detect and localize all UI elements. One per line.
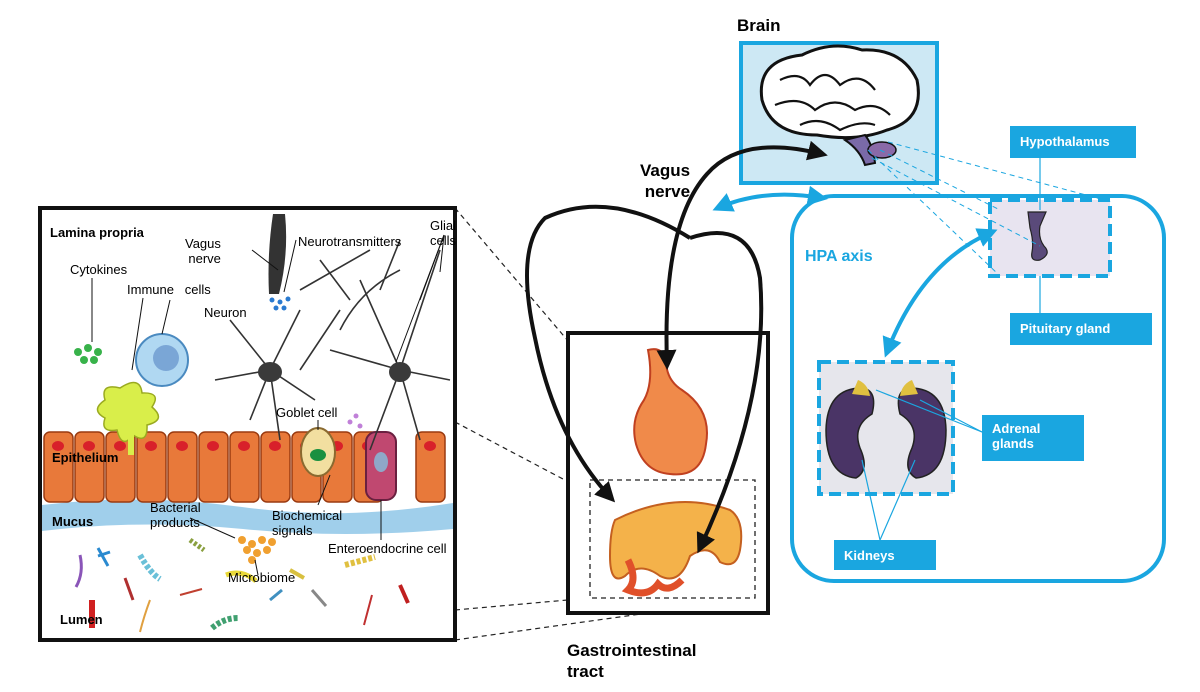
cell-nucleus (207, 441, 219, 451)
microbiome-label: Microbiome (228, 570, 296, 585)
cell-nucleus (52, 441, 64, 451)
cell-nucleus (238, 441, 250, 451)
neuron-label: Neuron (204, 305, 247, 320)
vagus-nerve-label: Vagus nerve (640, 161, 691, 201)
epithelial-cell (136, 431, 167, 503)
immune-cells-label: Immune cells (127, 282, 211, 297)
biochemical-signals-label: Biochemical signals (272, 508, 343, 538)
biochemical-signal-dots (347, 413, 363, 429)
cell-nucleus (83, 441, 95, 451)
epithelial-cell (229, 431, 260, 503)
cell-nucleus (114, 441, 126, 451)
cell-nucleus (176, 441, 188, 451)
vagus-nerve-inset-label: Vagus nerve (185, 236, 221, 266)
epithelial-cell (198, 431, 229, 503)
brain-icon (759, 44, 920, 167)
bacterial-products-label: Bacterial products (150, 500, 201, 530)
brain-pituitary-projection (867, 141, 1113, 277)
lumen-label: Lumen (60, 612, 103, 627)
cytokine-dots (74, 344, 102, 364)
intestine-icon (608, 501, 743, 597)
vagus-nerve-arrows (525, 140, 828, 554)
goblet-cell-label: Goblet cell (276, 405, 338, 420)
lamina-propria-label: Lamina propria (50, 225, 144, 240)
adrenal-glands-label: Adrenal glands (982, 415, 1084, 461)
gi-intestine-zoom (589, 479, 756, 599)
hpa-axis-box (790, 194, 1166, 583)
pituitary-box (988, 198, 1112, 278)
cytokines-label: Cytokines (70, 262, 128, 277)
neuron-icon (214, 239, 451, 451)
pituitary-adrenal-arrow (882, 228, 998, 358)
kidney-icon (825, 380, 947, 479)
cell-nucleus (269, 441, 281, 451)
epithelium-label: Epithelium (52, 450, 119, 465)
inset-leader-lines (91, 234, 445, 576)
pituitary-icon (1027, 211, 1048, 261)
hpa-leader-lines (861, 148, 1041, 541)
neurotransmitters-label: Neurotransmitters (298, 234, 402, 249)
cell-nucleus (424, 441, 436, 451)
vagus-nerve-inset-icon (268, 214, 287, 294)
pituitary-gland-label: Pituitary gland (1010, 313, 1152, 345)
epithelial-cell (260, 431, 291, 503)
hypothalamus-label: Hypothalamus (1010, 126, 1136, 158)
kidneys-label: Kidneys (834, 540, 936, 570)
hpa-axis-label: HPA axis (805, 248, 873, 265)
epithelial-cell (74, 431, 105, 503)
cell-nucleus (145, 441, 157, 451)
epithelial-cell (415, 431, 446, 503)
mucus-layer (42, 499, 453, 534)
bacteria-icon (74, 536, 410, 633)
brain-label: Brain (737, 16, 781, 35)
epithelial-cell (43, 431, 74, 503)
gi-tract-label: Gastrointestinal tract (567, 641, 697, 681)
enteroendocrine-cell-label: Enteroendocrine cell (328, 541, 447, 556)
epithelial-cell (167, 431, 198, 503)
glial-cells-label: Glial cells (430, 218, 457, 248)
mucus-label: Mucus (52, 514, 94, 529)
